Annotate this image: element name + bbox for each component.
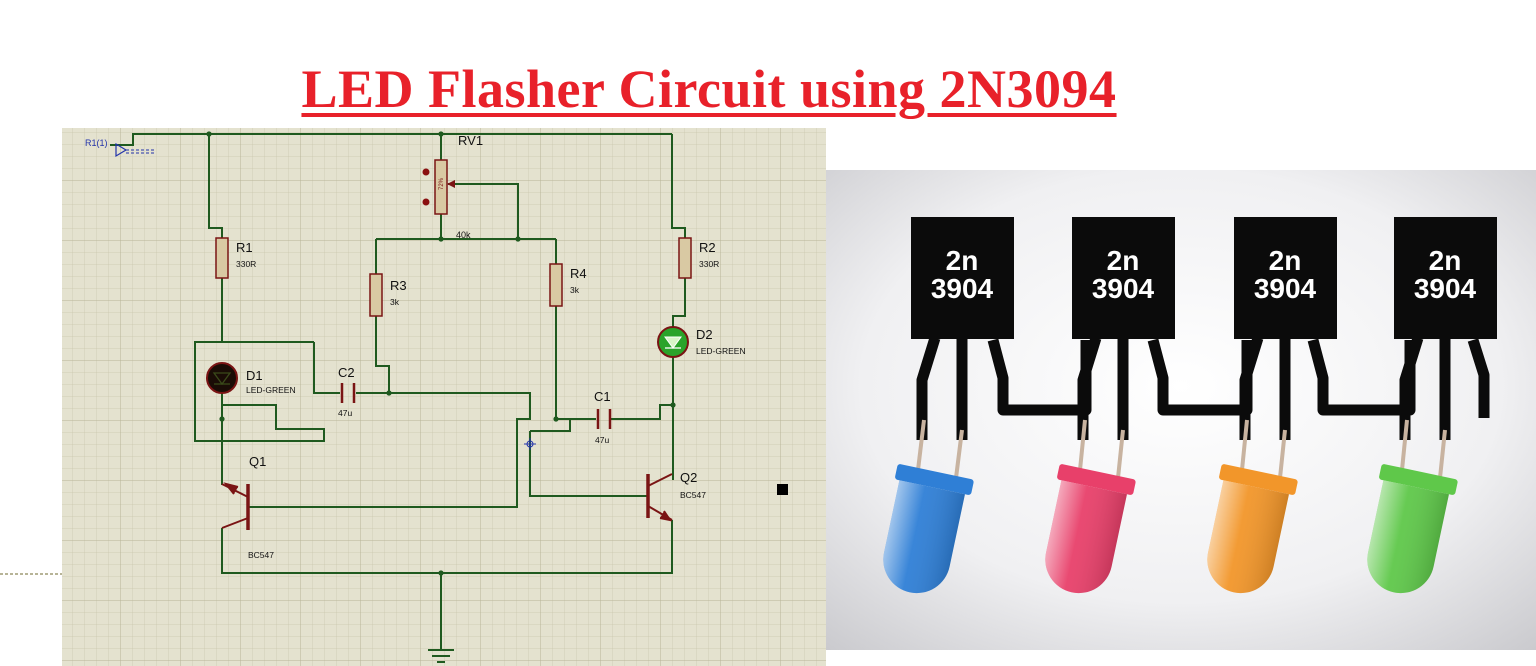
- c2-value: 47u: [338, 408, 352, 418]
- r1-label: R1: [236, 240, 253, 255]
- d2-led: [657, 326, 689, 358]
- led-blue-rim: [895, 464, 974, 495]
- q2-value: BC547: [680, 490, 706, 500]
- led-green: [1367, 419, 1458, 594]
- rv1-body: [434, 159, 448, 215]
- r4-value: 3k: [570, 285, 580, 295]
- rv1-extras: 72%: [422, 168, 455, 206]
- q1-value: BC547: [248, 550, 274, 560]
- q2-transistor: [646, 473, 673, 522]
- ground-symbol: [428, 649, 454, 663]
- transistor-3: 2n 3904: [1234, 217, 1337, 440]
- q1-transistor: [221, 482, 250, 530]
- d1-label: D1: [246, 368, 263, 383]
- rv1-value: 40k: [456, 230, 471, 240]
- black-square-marker: [777, 484, 788, 495]
- r3-label: R3: [390, 278, 407, 293]
- transistor-3-text-2: 3904: [1254, 273, 1317, 304]
- d1-value: LED-GREEN: [246, 385, 296, 395]
- d1-led: [206, 362, 238, 394]
- q2-label: Q2: [680, 470, 697, 485]
- c1-value: 47u: [595, 435, 609, 445]
- circuit-schematic: R1(1) 72%: [62, 128, 826, 666]
- r2-label: R2: [699, 240, 716, 255]
- probe-label: R1(1): [85, 138, 108, 148]
- c2-label: C2: [338, 365, 355, 380]
- transistor-1-text-1: 2n: [946, 245, 979, 276]
- d2-label: D2: [696, 327, 713, 342]
- c2-symbol: [340, 383, 356, 403]
- r4-label: R4: [570, 266, 587, 281]
- transistor-4-text-1: 2n: [1429, 245, 1462, 276]
- c1-label: C1: [594, 389, 611, 404]
- transistor-3-text-1: 2n: [1269, 245, 1302, 276]
- transistor-1: 2n 3904: [911, 217, 1014, 440]
- junction-dots: [206, 131, 676, 576]
- transistor-2-text-2: 3904: [1092, 273, 1155, 304]
- left-edge-strip: [0, 573, 62, 575]
- r2-body: [678, 237, 692, 279]
- led-red: [1045, 419, 1136, 594]
- r4-body: [549, 263, 563, 307]
- r1-body: [215, 237, 229, 279]
- led-orange: [1207, 419, 1298, 594]
- svg-text:72%: 72%: [439, 177, 445, 190]
- rv1-label: RV1: [458, 133, 483, 148]
- r3-value: 3k: [390, 297, 400, 307]
- d2-value: LED-GREEN: [696, 346, 746, 356]
- transistor-4: 2n 3904: [1394, 217, 1497, 440]
- r1-value: 330R: [236, 259, 256, 269]
- led-blue: [883, 419, 974, 594]
- c1-symbol: [596, 409, 612, 429]
- probe-marker: R1(1): [85, 138, 156, 158]
- transistor-2-text-1: 2n: [1107, 245, 1140, 276]
- r3-body: [369, 273, 383, 317]
- page-title: LED Flasher Circuit using 2N3094: [301, 59, 1117, 119]
- cursor-marker: [524, 438, 536, 450]
- q1-label: Q1: [249, 454, 266, 469]
- transistor-2: 2n 3904: [1072, 217, 1175, 440]
- transistor-led-photo: 2n 3904 2n 3904 2n 3904 2n 3904: [826, 170, 1536, 650]
- transistor-1-text-2: 3904: [931, 273, 994, 304]
- r2-value: 330R: [699, 259, 719, 269]
- transistor-4-text-2: 3904: [1414, 273, 1477, 304]
